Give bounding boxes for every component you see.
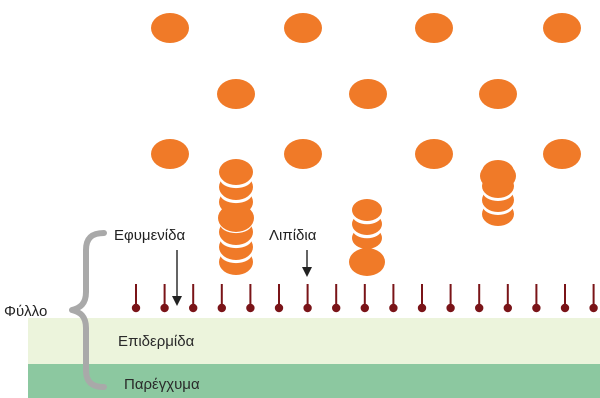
lipid-pin-icon — [589, 284, 598, 313]
lipid-pins-group — [131, 284, 598, 313]
lipid-pin-icon — [389, 284, 398, 313]
parenchyma-label: Παρέγχυμα — [124, 376, 200, 393]
particles-group — [151, 13, 581, 276]
lipid-pin-icon — [217, 284, 226, 313]
particle — [480, 162, 516, 190]
lipid-pin-icon — [532, 284, 541, 313]
particle — [349, 248, 385, 276]
particle — [543, 13, 581, 43]
epidermis-label: Επιδερμίδα — [118, 333, 195, 350]
lipid-pin-icon — [160, 284, 169, 313]
particle — [415, 139, 453, 169]
particle — [284, 13, 322, 43]
down-arrow-icon — [302, 250, 312, 277]
particle — [151, 13, 189, 43]
lipid-pin-icon — [246, 284, 255, 313]
lipid-pin-icon — [332, 284, 341, 313]
down-arrow-icon — [172, 250, 182, 306]
lipid-pin-icon — [189, 284, 198, 313]
particle — [151, 139, 189, 169]
particle — [217, 79, 255, 109]
lipid-pin-icon — [417, 284, 427, 313]
lipid-pin-icon — [560, 284, 570, 313]
particle — [349, 79, 387, 109]
stacked-particle — [352, 199, 382, 221]
particle — [415, 13, 453, 43]
particle — [284, 139, 322, 169]
lipid-pin-icon — [303, 284, 312, 313]
parenchyma-layer — [28, 364, 600, 398]
lipid-pin-icon — [446, 284, 455, 313]
leaf-label: Φύλλο — [4, 303, 47, 320]
epidermis-layer — [28, 318, 600, 364]
curly-brace-icon — [69, 230, 107, 390]
lipid-pin-icon — [274, 284, 284, 313]
particle — [218, 204, 254, 232]
stacked-particle — [219, 159, 253, 185]
particle — [543, 139, 581, 169]
particle — [479, 79, 517, 109]
lipid-pin-icon — [503, 284, 512, 313]
lipid-pin-icon — [475, 284, 484, 313]
lipid-pin-icon — [131, 284, 141, 313]
lipids-label: Λιπίδια — [269, 227, 317, 244]
epicuticular-label: Εφυμενίδα — [114, 227, 185, 244]
lipid-pin-icon — [360, 284, 369, 313]
